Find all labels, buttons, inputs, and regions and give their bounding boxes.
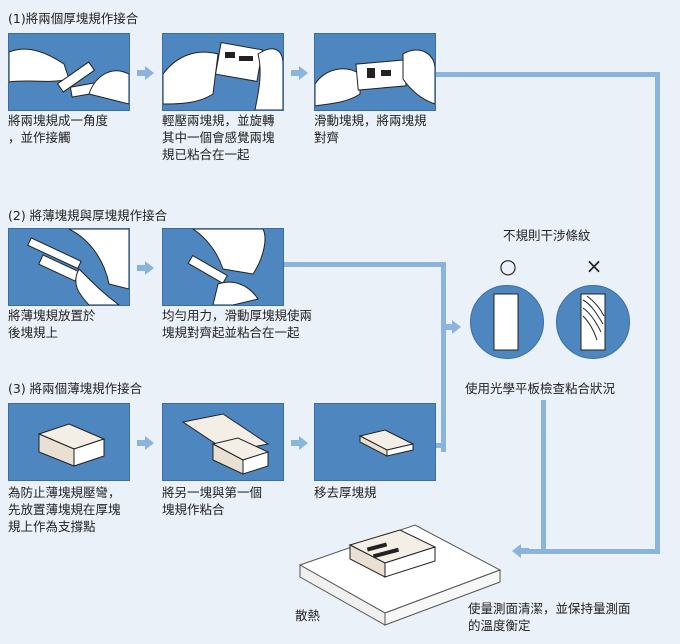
- arrow-right: [137, 66, 154, 80]
- step-2-2-text: 均勻用力，滑動厚塊規使兩 塊規對齊起並粘合在一起: [162, 308, 313, 340]
- photo-step-3-1: [8, 403, 130, 481]
- optical-flat-bad: [556, 285, 630, 359]
- fringes-title: 不規則干涉條紋: [503, 228, 591, 243]
- connector-line: [655, 72, 660, 554]
- photo-step-1-1: [8, 33, 130, 111]
- step-3-2-text: 將另一塊與第一個 塊規作粘合: [162, 485, 263, 517]
- photo-step-3-2: [162, 403, 284, 481]
- step-1-1-text: 將兩塊規成一角度 ，並作接觸: [8, 113, 109, 145]
- connector-line: [436, 443, 446, 448]
- arrow-right: [291, 436, 308, 450]
- step-1-2-text: 輕壓兩塊規，並旋轉 其中一個會感覺兩塊 規已粘合在一起: [162, 113, 275, 162]
- connector-line: [441, 324, 455, 329]
- connector-line: [441, 262, 446, 452]
- connector-line: [541, 400, 546, 550]
- surface-plate-illustration: [295, 515, 505, 630]
- step-1-3-text: 滑動塊規，將兩塊規 對齊: [314, 113, 427, 145]
- arrow-right: [137, 261, 154, 275]
- connector-line: [436, 72, 660, 77]
- step-2-1-text: 將薄塊規放置於 後塊規上: [8, 308, 96, 340]
- step-3-3-text: 移去厚塊規: [314, 485, 377, 500]
- photo-step-2-1: [8, 228, 130, 306]
- section-1-title: (1)將兩個厚塊規作接合: [8, 11, 139, 26]
- photo-step-3-3: [314, 403, 436, 481]
- photo-step-2-2: [162, 228, 284, 306]
- bad-mark: ×: [585, 254, 603, 278]
- arrow-right: [137, 436, 154, 450]
- arrow-left: [512, 544, 521, 558]
- heat-label: 散熱: [295, 608, 321, 623]
- step-3-1-text: 為防止薄塊規壓彎， 先放置薄塊規在厚塊 規上作為支撐點: [8, 485, 121, 534]
- arrow-right: [291, 66, 308, 80]
- section-2-title: (2) 將薄塊規與厚塊規作接合: [8, 208, 168, 223]
- optical-flat-good: [470, 285, 544, 359]
- section-3-title: (3) 將兩個薄塊規作接合: [8, 381, 143, 396]
- fringes-caption: 使用光學平板檢查粘合狀況: [465, 381, 616, 396]
- connector-line: [284, 262, 446, 267]
- final-caption: 使量測面清潔，並保持量測面 的溫度衡定: [468, 601, 631, 633]
- connector-line: [528, 549, 660, 554]
- photo-step-1-3: [314, 33, 436, 111]
- photo-step-1-2: [162, 33, 284, 111]
- good-mark: ○: [499, 254, 517, 278]
